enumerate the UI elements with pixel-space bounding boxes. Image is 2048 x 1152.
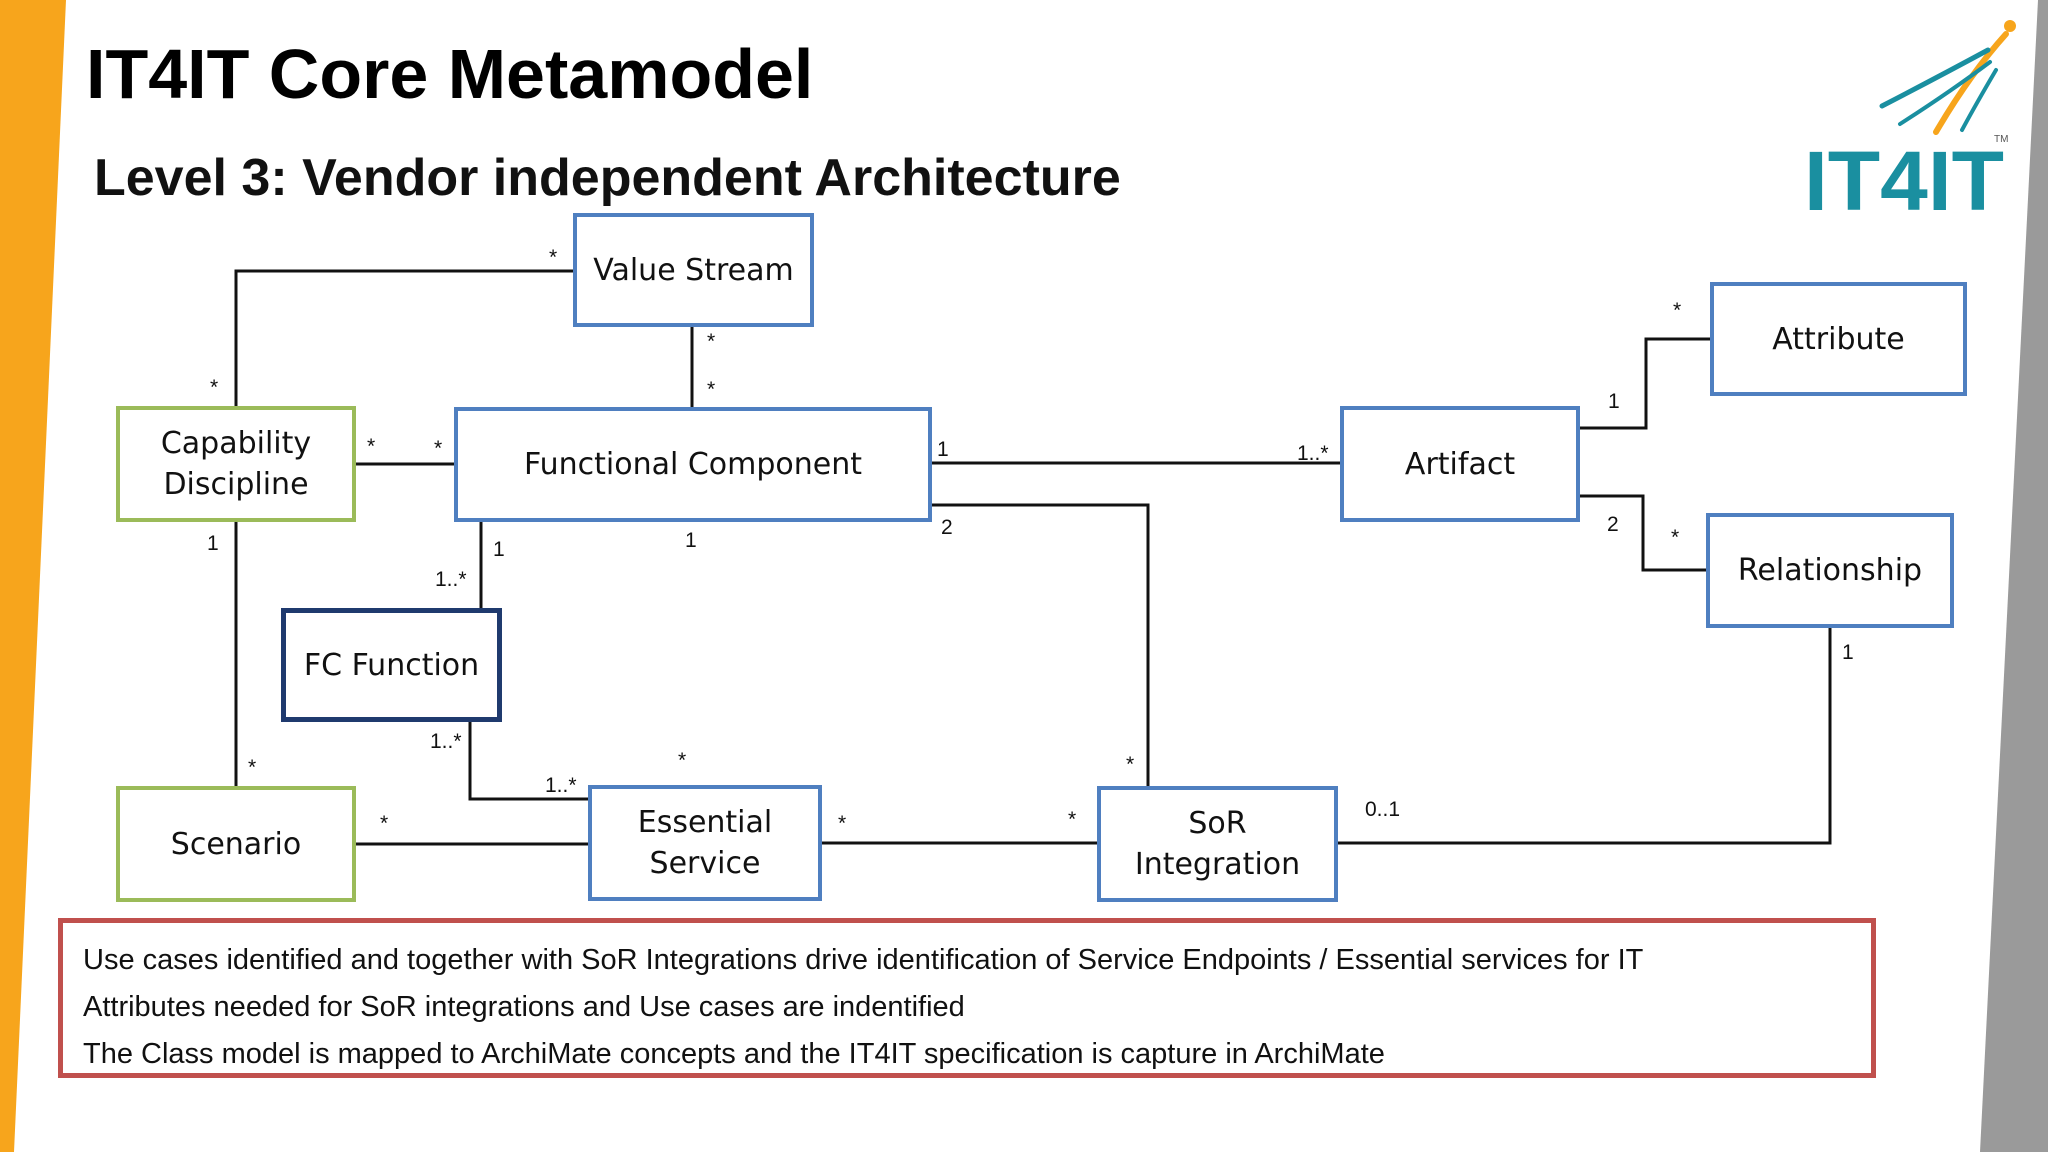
multiplicity-label: * <box>707 378 716 401</box>
entity-artifact[interactable]: Artifact <box>1340 406 1580 522</box>
entity-fc-function[interactable]: FC Function <box>281 608 502 722</box>
multiplicity-label: * <box>248 756 257 779</box>
logo-trademark: TM <box>1994 134 2008 145</box>
multiplicity-label: 0..1 <box>1365 798 1401 821</box>
multiplicity-label: * <box>367 435 376 458</box>
logo-swoosh-icon <box>1879 20 2016 135</box>
entity-sor-integration[interactable]: SoR Integration <box>1097 786 1338 902</box>
multiplicity-label: * <box>838 812 847 835</box>
multiplicity-label: 1..* <box>435 568 467 591</box>
note-line: The Class model is mapped to ArchiMate c… <box>83 1038 1385 1070</box>
note-line: Use cases identified and together with S… <box>83 944 1644 976</box>
line-valuestream-capability <box>234 269 573 406</box>
notes-box: Use cases identified and together with S… <box>58 918 1876 1078</box>
line-artifact-relationship <box>1580 494 1706 572</box>
it4it-logo: IT4IT TM <box>1804 20 2016 224</box>
multiplicity-label: 1 <box>1608 390 1620 413</box>
multiplicity-label: 1 <box>1842 641 1854 664</box>
right-gray-band <box>1980 0 2048 1152</box>
line-artifact-attribute <box>1580 337 1710 430</box>
entity-relationship[interactable]: Relationship <box>1706 513 1954 628</box>
multiplicity-label: 1 <box>207 532 219 555</box>
multiplicity-label: 2 <box>1607 513 1619 536</box>
multiplicity-label: 1 <box>685 529 697 552</box>
entity-capability-discipline[interactable]: Capability Discipline <box>116 406 356 522</box>
line-sor-relationship <box>1338 628 1832 845</box>
slide-title: IT4IT Core Metamodel <box>86 35 814 113</box>
multiplicity-label: * <box>1673 299 1682 322</box>
multiplicity-label: 1 <box>937 438 949 461</box>
line-functional-sor <box>932 503 1150 786</box>
multiplicity-label: * <box>549 246 558 269</box>
multiplicity-label: * <box>434 437 443 460</box>
line-fcfunction-essential <box>468 722 588 801</box>
multiplicity-label: * <box>210 376 219 399</box>
entity-essential-service[interactable]: Essential Service <box>588 785 822 901</box>
multiplicity-label: * <box>678 749 687 772</box>
logo-wordmark: IT4IT <box>1804 134 2004 224</box>
entity-scenario[interactable]: Scenario <box>116 786 356 902</box>
multiplicity-label: 1..* <box>545 774 577 797</box>
slide-subtitle: Level 3: Vendor independent Architecture <box>94 149 1121 207</box>
left-orange-band <box>0 0 66 1152</box>
multiplicity-label: * <box>1068 808 1077 831</box>
entity-functional-component[interactable]: Functional Component <box>454 407 932 522</box>
multiplicity-label: 1..* <box>430 730 462 753</box>
multiplicity-label: 1..* <box>1297 442 1329 465</box>
entity-value-stream[interactable]: Value Stream <box>573 213 814 327</box>
multiplicity-label: * <box>380 812 389 835</box>
multiplicity-label: * <box>1126 753 1135 776</box>
entity-attribute[interactable]: Attribute <box>1710 282 1967 396</box>
multiplicity-label: * <box>707 330 716 353</box>
multiplicity-label: * <box>1671 526 1680 549</box>
note-line: Attributes needed for SoR integrations a… <box>83 991 965 1023</box>
multiplicity-label: 1 <box>493 538 505 561</box>
multiplicity-label: 2 <box>941 516 953 539</box>
